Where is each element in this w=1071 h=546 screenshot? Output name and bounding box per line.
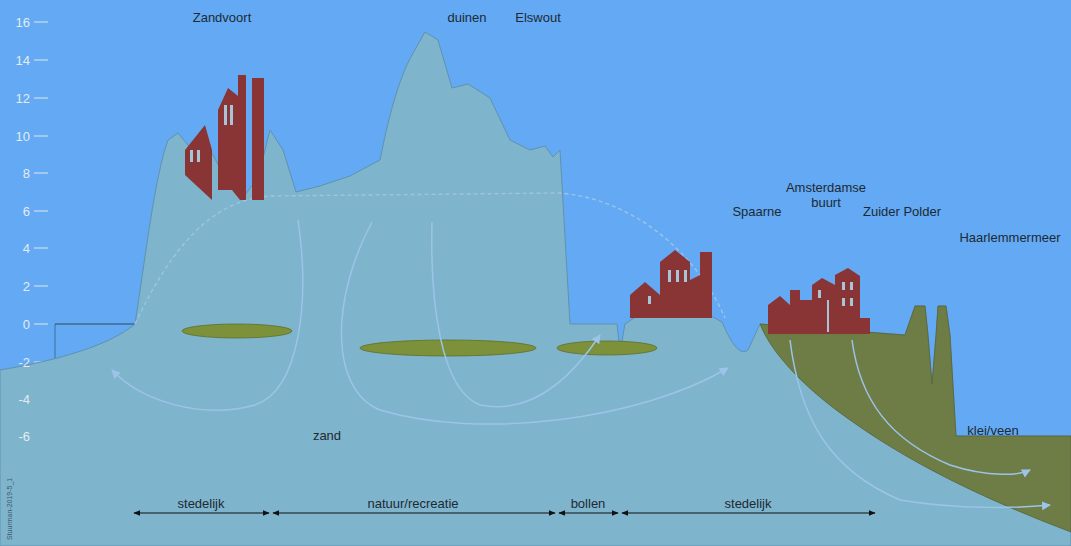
watermark: Stuurman-2019-5_1 [6, 478, 14, 540]
place-label: Zandvoort [193, 10, 252, 25]
buildings [185, 75, 870, 334]
clay-peat [760, 306, 1071, 532]
axis-value: 12 [16, 91, 30, 106]
place-label: duinen [447, 10, 486, 25]
axis-value: -2 [18, 355, 30, 370]
range-brackets [134, 513, 875, 514]
axis-value: 16 [16, 15, 30, 30]
axis-value: 6 [23, 204, 30, 219]
sand-ground [0, 32, 1071, 546]
lenses [182, 324, 657, 356]
axis-value: -6 [18, 429, 30, 444]
place-label: Spaarne [732, 204, 781, 219]
zone-label: natuur/recreatie [367, 496, 458, 511]
place-label: klei/veen [967, 423, 1018, 438]
axis-value: 0 [23, 317, 30, 332]
place-label: Elswout [515, 10, 561, 25]
axis-value: 4 [23, 241, 30, 256]
axis-value: 10 [16, 129, 30, 144]
sea-level [55, 324, 140, 325]
place-label: Zuider Polder [863, 204, 941, 219]
water-table [135, 193, 725, 324]
place-label: Amsterdamse buurt [784, 180, 868, 210]
place-label: zand [313, 428, 341, 443]
zone-label: bollen [571, 496, 606, 511]
axis-value: 14 [16, 53, 30, 68]
zone-label: stedelijk [178, 496, 225, 511]
axis-value: -4 [18, 392, 30, 407]
axis-value: 8 [23, 166, 30, 181]
flow-arrows [112, 220, 1050, 507]
zone-label: stedelijk [725, 496, 772, 511]
axis-value: 2 [23, 279, 30, 294]
windows [190, 105, 853, 332]
place-label: Haarlemmermeer [959, 230, 1060, 245]
